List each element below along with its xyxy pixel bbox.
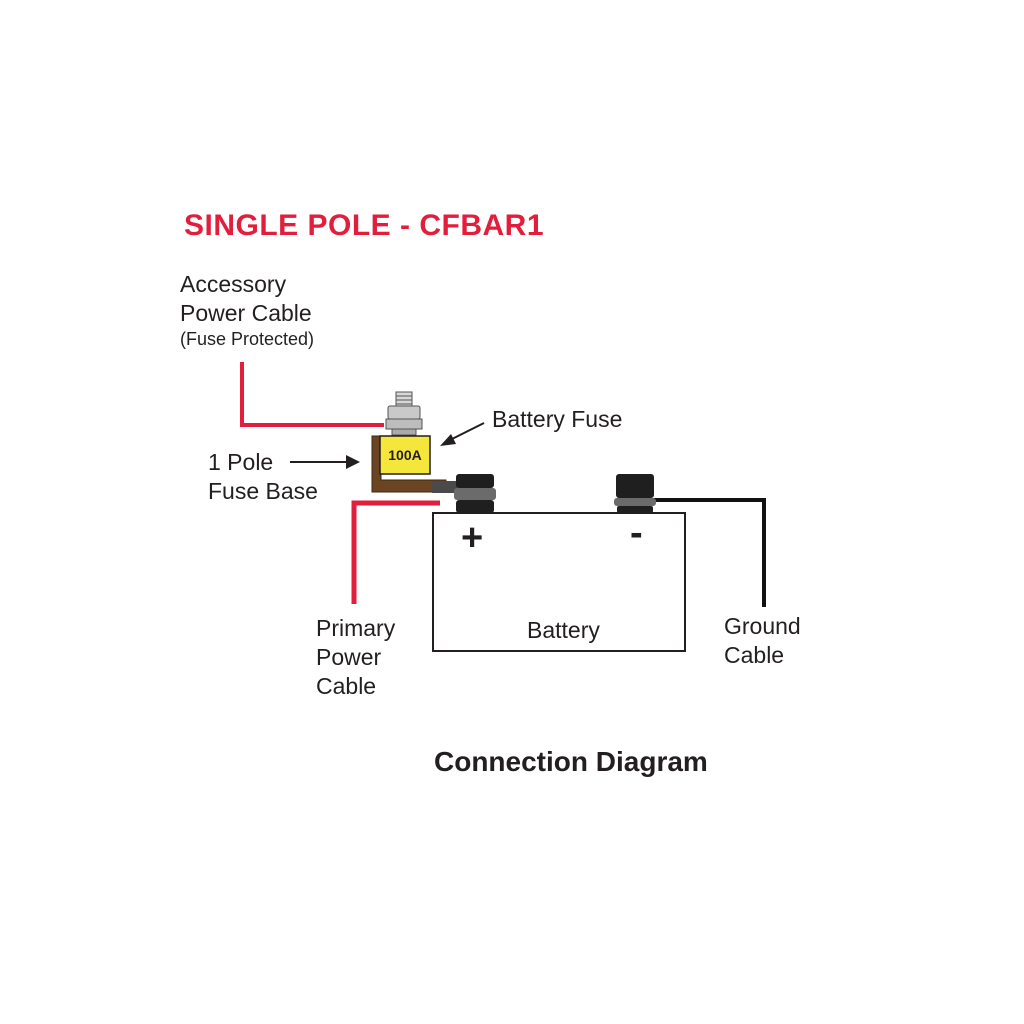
negative-terminal-label: - — [630, 512, 643, 554]
ground-cable-label: Ground Cable — [724, 612, 801, 670]
diagram-title: SINGLE POLE - CFBAR1 — [184, 209, 545, 242]
battery-fuse — [379, 435, 431, 475]
positive-terminal-label: + — [461, 517, 484, 559]
fuse-base-line-1: 1 Pole — [208, 449, 274, 475]
primary-cable-line-1: Primary — [316, 615, 396, 641]
bolt-icon — [385, 391, 423, 436]
battery-fuse-label: Battery Fuse — [492, 406, 623, 432]
fuse-base-label: 1 Pole Fuse Base — [208, 448, 318, 506]
fuse-base-connector — [432, 481, 458, 493]
fuse-base-arrow — [290, 455, 360, 469]
primary-power-cable — [351, 500, 440, 604]
ground-cable-line-1: Ground — [724, 613, 801, 639]
fuse-rating-label: 100A — [388, 447, 422, 463]
battery-fuse-arrow — [440, 422, 485, 446]
diagram-caption: Connection Diagram — [434, 746, 708, 777]
accessory-cable-line-2: Power Cable — [180, 300, 312, 326]
accessory-cable-note: (Fuse Protected) — [180, 329, 315, 349]
fuse-base-line-2: Fuse Base — [208, 478, 318, 504]
ground-cable — [650, 498, 766, 607]
ground-cable-line-2: Cable — [724, 642, 785, 668]
primary-cable-line-2: Power — [316, 644, 382, 670]
battery-body — [432, 512, 686, 652]
accessory-power-cable-label: Accessory Power Cable (Fuse Protected) — [180, 270, 314, 350]
negative-terminal-icon — [614, 474, 656, 513]
accessory-power-cable — [240, 362, 384, 427]
positive-terminal-icon — [454, 474, 496, 513]
battery-label: Battery — [527, 617, 600, 643]
primary-cable-line-3: Cable — [316, 673, 377, 699]
accessory-cable-line-1: Accessory — [180, 271, 287, 297]
primary-power-cable-label: Primary Power Cable — [316, 614, 395, 701]
